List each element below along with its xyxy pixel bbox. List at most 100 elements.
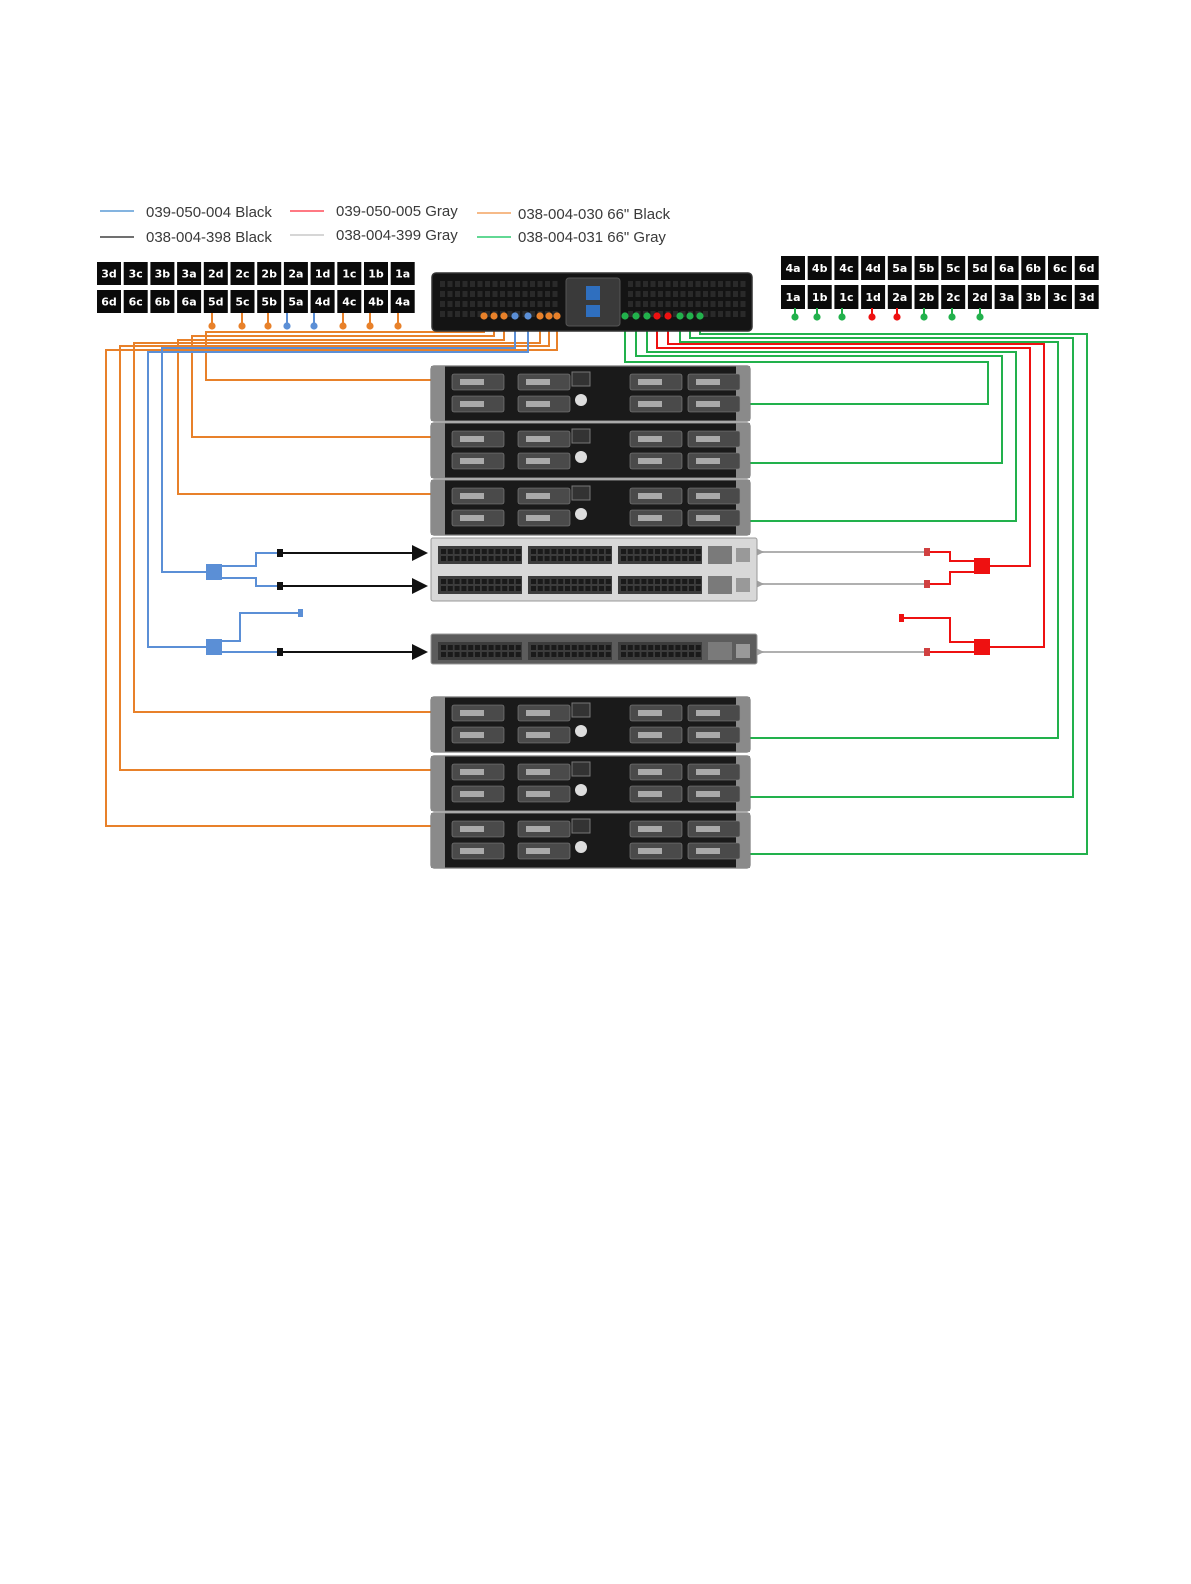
switch-port [599,586,604,591]
port-label: 6d [101,296,117,309]
module-handle [696,769,720,775]
switch-port [489,645,494,650]
module-handle [638,791,662,797]
shelf-fan [575,725,587,737]
switch-port [585,579,590,584]
switch-port [551,549,556,554]
switch-port [696,579,701,584]
vent-slot [478,291,483,297]
switch-port [475,556,480,561]
switch-port [482,556,487,561]
switch-port [675,645,680,650]
vent-slot [463,291,468,297]
switch-port [628,652,633,657]
legend-label-1: 039-050-004 Black [146,204,272,221]
port-dot [490,312,497,319]
switch-port [628,645,633,650]
switch-port [641,556,646,561]
vent-slot [553,291,558,297]
switch-port [531,579,536,584]
switch-port [509,556,514,561]
switch-port [509,645,514,650]
shelf-fan [575,784,587,796]
port-label: 5c [946,262,960,275]
blue-breakout-box-1 [206,564,222,580]
switch-port [592,549,597,554]
switch-port [558,579,563,584]
shelf-fan [575,394,587,406]
vent-slot [515,301,520,307]
module-handle [526,493,550,499]
port-dot [264,322,271,329]
shelf-port [572,819,590,833]
switch-port [468,556,473,561]
shelf-port [572,486,590,500]
switch-port [495,586,500,591]
switch-port [531,549,536,554]
module-handle [638,515,662,521]
switch-port [655,579,660,584]
red-split-1b [930,572,974,584]
vent-slot [666,301,671,307]
switch-port [565,556,570,561]
disk-shelf [431,813,750,868]
connector-end [277,549,283,557]
vent-slot [688,291,693,297]
switch-port [641,579,646,584]
switch-port [461,652,466,657]
switch-port [475,586,480,591]
switch-port [516,586,521,591]
switch-port [531,586,536,591]
switch-port [696,556,701,561]
switch-port [682,645,687,650]
switch-port [441,556,446,561]
switch-port [669,586,674,591]
connector-end [298,609,303,617]
switch-port [606,652,611,657]
switch-port [502,549,507,554]
switch-port [572,556,577,561]
switch-port [538,579,543,584]
switch-port [662,579,667,584]
module-handle [526,515,550,521]
module-handle [696,826,720,832]
port-dot [621,312,628,319]
switch-port [495,556,500,561]
port-dot [791,313,798,320]
switch-port [482,579,487,584]
switch-port [441,579,446,584]
port-label: 6b [155,296,171,309]
port-dot [838,313,845,320]
switch-port [455,549,460,554]
switch-port [538,652,543,657]
vent-slot [636,291,641,297]
switch-port [531,556,536,561]
vent-slot [726,301,731,307]
connector-end [277,648,283,656]
port-dot [686,312,693,319]
module-handle [696,848,720,854]
vent-slot [448,291,453,297]
port-label: 3c [1053,291,1067,304]
switch-port [448,652,453,657]
port-label: 1d [315,268,331,281]
port-dot [511,312,518,319]
module-handle [526,401,550,407]
switch-port [538,586,543,591]
switch-port [621,652,626,657]
shelf-fan [575,841,587,853]
vent-slot [718,301,723,307]
switch-port [606,645,611,650]
switch-port [516,579,521,584]
vent-slot [485,301,490,307]
switch-port [475,645,480,650]
switch-port [579,556,584,561]
switch-port [682,549,687,554]
port-label: 2d [972,291,988,304]
vent-slot [651,281,656,287]
vent-slot [703,311,708,317]
switch-port [441,652,446,657]
port-label: 6c [129,296,143,309]
controller-enclosure [432,273,752,331]
switch-port [448,645,453,650]
